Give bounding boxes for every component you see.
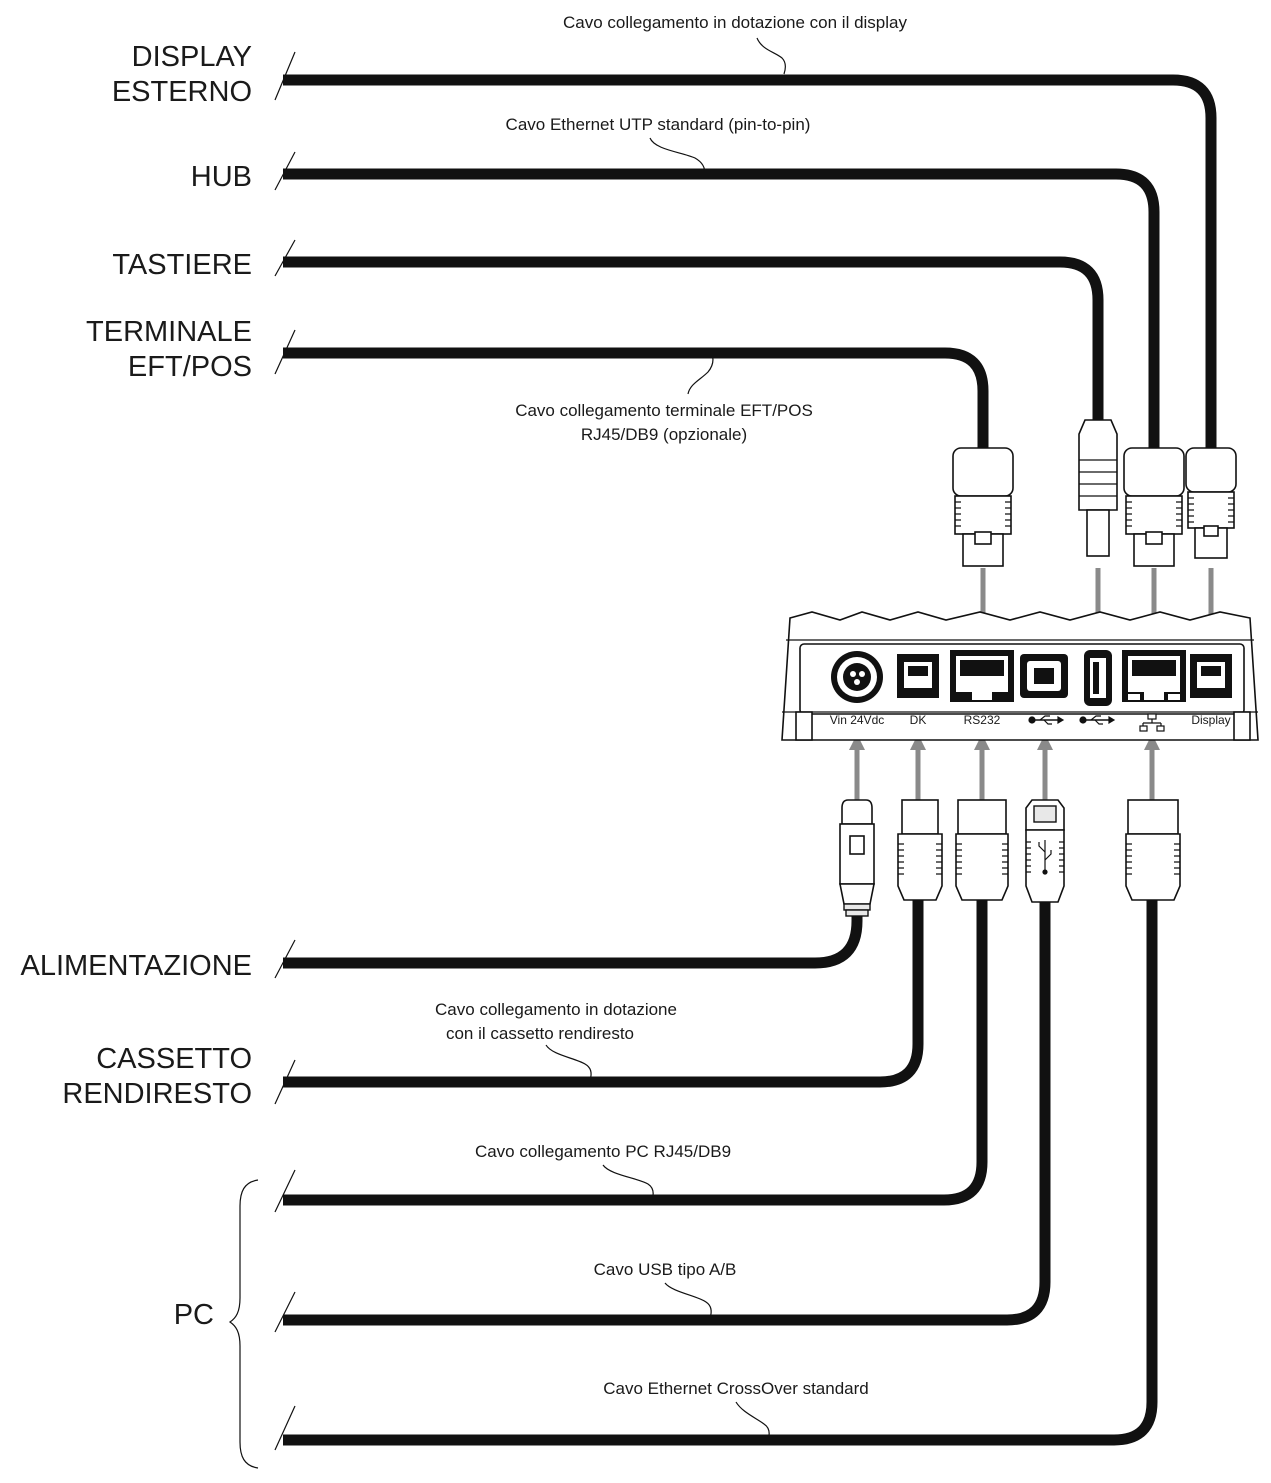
caption-hub: Cavo Ethernet UTP standard (pin-to-pin) bbox=[506, 115, 811, 134]
caption-display: Cavo collegamento in dotazione con il di… bbox=[563, 13, 907, 32]
power-plug bbox=[839, 799, 875, 917]
network-icon bbox=[1139, 713, 1165, 732]
port-label-dk: DK bbox=[910, 713, 927, 727]
caption-pc-usb: Cavo USB tipo A/B bbox=[594, 1260, 737, 1279]
label-display-line1: DISPLAY bbox=[132, 41, 252, 73]
port-label-display: Display bbox=[1191, 713, 1230, 727]
usb-icon bbox=[1079, 715, 1116, 725]
rs232-port bbox=[950, 650, 1014, 702]
usb-b-port bbox=[1020, 654, 1068, 698]
port-label-vin: Vin 24Vdc bbox=[830, 713, 885, 727]
cable-pc-ethernet bbox=[283, 900, 1158, 1446]
dk-plug bbox=[897, 799, 943, 901]
cable-cassetto bbox=[283, 900, 924, 1088]
cable-alimentazione bbox=[283, 900, 863, 969]
caption-cassetto-line2: con il cassetto rendiresto bbox=[446, 1024, 634, 1043]
top-connectors bbox=[952, 419, 1237, 567]
label-terminale-line1: TERMINALE bbox=[86, 316, 252, 348]
ethernet-plug bbox=[1125, 799, 1181, 901]
rs232-plug bbox=[955, 799, 1009, 901]
caption-pc-ethernet: Cavo Ethernet CrossOver standard bbox=[603, 1379, 869, 1398]
pc-brace bbox=[228, 1179, 259, 1469]
port-label-rs232: RS232 bbox=[964, 713, 1001, 727]
rj45-plug-hub bbox=[1123, 447, 1185, 567]
label-display-line2: ESTERNO bbox=[112, 76, 252, 108]
usb-icon bbox=[1028, 715, 1065, 725]
device-back-panel: Vin 24Vdc DK RS232 Display bbox=[781, 611, 1259, 741]
power-port bbox=[831, 651, 883, 703]
label-terminale-line2: EFT/POS bbox=[128, 351, 252, 383]
label-pc: PC bbox=[174, 1299, 214, 1331]
caption-terminale-line1: Cavo collegamento terminale EFT/POS bbox=[515, 401, 813, 420]
dk-port bbox=[897, 654, 939, 698]
caption-cassetto-line1: Cavo collegamento in dotazione bbox=[435, 1000, 677, 1019]
rj11-plug-display bbox=[1185, 447, 1237, 559]
cable-pc-rs232 bbox=[283, 900, 988, 1206]
caption-pc-rs232: Cavo collegamento PC RJ45/DB9 bbox=[475, 1142, 731, 1161]
label-cassetto-line1: CASSETTO bbox=[96, 1043, 252, 1075]
caption-leaders bbox=[545, 37, 786, 1441]
rj45-plug-terminale bbox=[952, 447, 1014, 567]
label-cassetto-line2: RENDIRESTO bbox=[62, 1078, 252, 1110]
caption-terminale-line2: RJ45/DB9 (opzionale) bbox=[581, 425, 747, 444]
label-tastiere: TASTIERE bbox=[112, 249, 252, 281]
display-port bbox=[1190, 654, 1232, 698]
ethernet-port bbox=[1122, 650, 1186, 702]
cable-terminale bbox=[283, 347, 989, 455]
bottom-connectors bbox=[839, 799, 1181, 917]
cable-hub bbox=[283, 168, 1160, 455]
usb-a-port bbox=[1084, 650, 1112, 706]
cables bbox=[274, 51, 1217, 1451]
label-alimentazione: ALIMENTAZIONE bbox=[21, 950, 253, 982]
label-hub: HUB bbox=[191, 161, 252, 193]
usb-b-plug bbox=[1025, 799, 1065, 903]
cable-tastiere bbox=[283, 256, 1104, 430]
cable-display bbox=[283, 74, 1217, 455]
usb-a-plug-tastiere bbox=[1078, 419, 1118, 557]
cable-pc-usb bbox=[283, 900, 1051, 1326]
